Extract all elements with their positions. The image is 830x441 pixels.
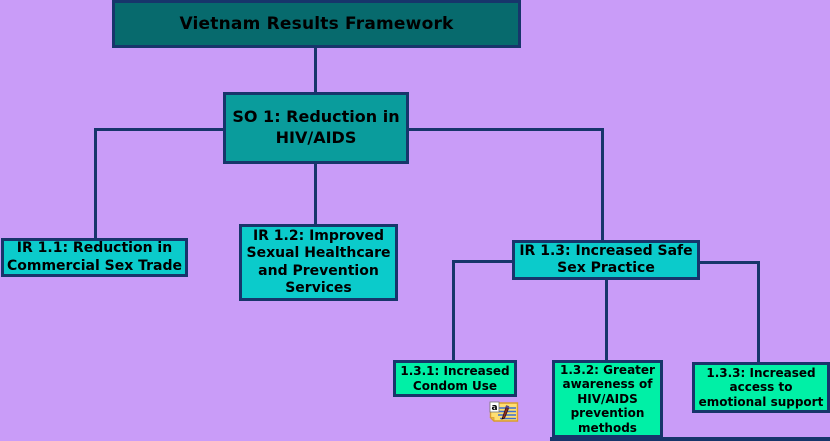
connector-so-to-ir12 bbox=[314, 162, 317, 226]
sub-1-3-2-label: 1.3.2: Greater awareness of HIV/AIDS pre… bbox=[560, 363, 655, 435]
ir-1-2-label: IR 1.2: Improved Sexual Healthcare and P… bbox=[246, 228, 391, 296]
node-ir-1-3[interactable]: IR 1.3: Increased Safe Sex Practice bbox=[512, 240, 700, 280]
so-1-label: SO 1: Reduction in HIV/AIDS bbox=[232, 107, 400, 147]
connector-title-to-so bbox=[314, 45, 317, 95]
connector-so-left-h bbox=[94, 128, 226, 131]
node-1-3-2[interactable]: 1.3.2: Greater awareness of HIV/AIDS pre… bbox=[552, 360, 663, 438]
connector-ir13-right-h bbox=[698, 261, 760, 264]
framework-title-label: Vietnam Results Framework bbox=[179, 14, 454, 34]
node-ir-1-1[interactable]: IR 1.1: Reduction in Commercial Sex Trad… bbox=[1, 238, 188, 277]
sub-1-3-1-label: 1.3.1: Increased Condom Use bbox=[400, 364, 510, 393]
note-letter-a: a bbox=[491, 403, 497, 413]
connector-so-right-v bbox=[601, 128, 604, 242]
sub-1-3-3-label: 1.3.3: Increased access to emotional sup… bbox=[698, 365, 824, 409]
connector-so-left-v bbox=[94, 128, 97, 240]
node-1-3-3[interactable]: 1.3.3: Increased access to emotional sup… bbox=[692, 362, 830, 413]
connector-so-right-h bbox=[406, 128, 604, 131]
connector-ir13-left-h bbox=[452, 260, 514, 263]
annotation-note-icon[interactable]: a bbox=[489, 400, 519, 424]
node-1-3-1[interactable]: 1.3.1: Increased Condom Use bbox=[393, 360, 517, 397]
connector-ir13-mid-v bbox=[605, 278, 608, 362]
connector-ir13-left-v bbox=[452, 260, 455, 361]
bottom-edge-bar bbox=[550, 437, 830, 441]
ir-1-3-label: IR 1.3: Increased Safe Sex Practice bbox=[519, 242, 693, 276]
ir-1-1-label: IR 1.1: Reduction in Commercial Sex Trad… bbox=[6, 240, 183, 274]
connector-ir13-right-v bbox=[757, 261, 760, 363]
node-ir-1-2[interactable]: IR 1.2: Improved Sexual Healthcare and P… bbox=[239, 224, 398, 301]
node-framework-title[interactable]: Vietnam Results Framework bbox=[112, 0, 521, 48]
note-with-pencil-icon: a bbox=[489, 401, 519, 422]
node-so-1[interactable]: SO 1: Reduction in HIV/AIDS bbox=[223, 92, 409, 164]
